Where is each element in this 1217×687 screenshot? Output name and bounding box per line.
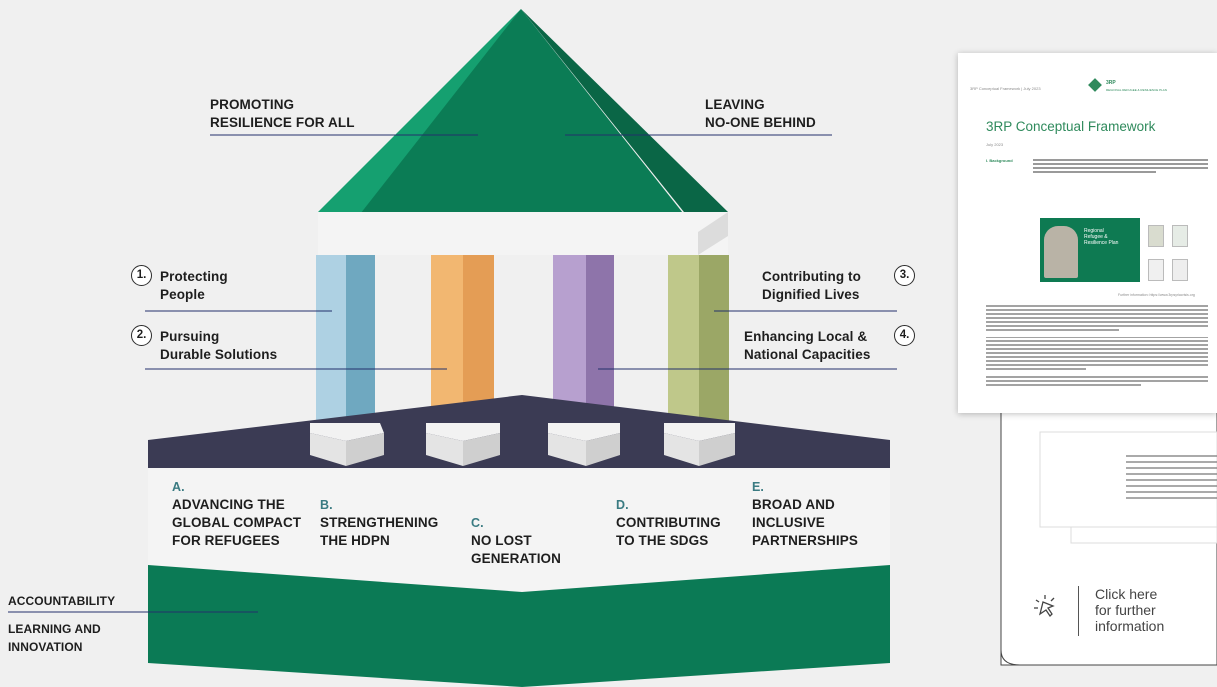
doc-thumb-1 [1148,225,1164,247]
cta-line3: information [1095,618,1165,634]
cta-line1: Click here [1095,586,1158,602]
pillar-label-1-line2: People [160,287,205,302]
pillar-label-3: Contributing to Dignified Lives [762,268,861,304]
doc-cover-title-line2: Refugee & [1084,234,1108,240]
pillar-label-2-line2: Durable Solutions [160,347,278,362]
roof-label-right: LEAVING NO-ONE BEHIND [705,96,816,132]
pillar-label-3-line2: Dignified Lives [762,287,860,302]
column-d: D. CONTRIBUTING TO THE SDGS [616,496,721,550]
cta-text[interactable]: Click here for further information [1095,586,1164,634]
pillar-label-4: Enhancing Local & National Capacities [744,328,870,364]
pillar-number-1: 1. [131,265,152,286]
doc-header-left: 3RP Conceptual Framework | July 2023 [970,86,1041,91]
doc-cover-title-line1: Regional [1084,228,1104,234]
roof-label-left: PROMOTING RESILIENCE FOR ALL [210,96,355,132]
column-c-line2: GENERATION [471,551,562,566]
column-d-line2: TO THE SDGS [616,533,709,548]
column-e-letter: E. [752,480,765,494]
foundation [148,565,890,687]
column-b: B. STRENGTHENING THE HDPN [320,496,438,550]
pillar-1 [316,255,375,423]
doc-body-lines-bottom [986,305,1208,388]
column-c-letter: C. [471,516,484,530]
doc-section: I. Background [986,158,1013,163]
column-e-line2: INCLUSIVE [752,515,825,530]
doc-thumb-4 [1172,259,1188,281]
doc-logo-icon [1088,78,1102,92]
column-d-line1: CONTRIBUTING [616,515,721,530]
doc-cover-title-line3: Resilience Plan [1084,240,1119,246]
doc-thumb-2 [1172,225,1188,247]
column-e-line3: PARTNERSHIPS [752,533,858,548]
doc-further-info: Further information: https://www.3rpsyri… [1118,293,1195,297]
doc-thumb-3 [1148,259,1164,281]
pillar-number-2: 2. [131,325,152,346]
column-c-line1: NO LOST [471,533,532,548]
foundation-label-2-line2: INNOVATION [8,640,83,654]
column-b-letter: B. [320,498,333,512]
pillar-3 [553,255,614,423]
pillar-number-4: 4. [894,325,915,346]
stage-band [148,395,890,468]
doc-cover-image: Regional Refugee & Resilience Plan [1040,218,1140,282]
column-a-line2: GLOBAL COMPACT [172,515,302,530]
pillar-2 [431,255,494,423]
entablature-right [698,212,728,255]
cta-line2: for further [1095,602,1156,618]
roof-label-left-line2: RESILIENCE FOR ALL [210,115,355,130]
column-d-letter: D. [616,498,629,512]
doc-body-lines-top [1033,159,1208,173]
back-doc-lines [1126,455,1217,499]
column-e: E. BROAD AND INCLUSIVE PARTNERSHIPS [752,478,858,550]
roof-right-face [521,9,728,232]
column-a-line3: FOR REFUGEES [172,533,280,548]
entablature-band [318,212,728,255]
pillar-number-3: 3. [894,265,915,286]
cta-link[interactable] [1028,578,1193,640]
foundation-label-2-line1: LEARNING AND [8,622,101,636]
column-a-line1: ADVANCING THE [172,497,285,512]
column-e-line1: BROAD AND [752,497,835,512]
document-preview[interactable]: 3RP Conceptual Framework | July 2023 3RP… [958,53,1217,413]
doc-title: 3RP Conceptual Framework [986,119,1156,134]
pillar-label-3-line1: Contributing to [762,269,861,284]
cursor-click-icon [1034,595,1055,618]
cta-divider [1078,586,1079,636]
foundation-label-1: ACCOUNTABILITY [8,594,116,608]
pillar-label-1-line1: Protecting [160,269,228,284]
doc-cover-title: Regional Refugee & Resilience Plan [1084,228,1118,246]
doc-date: July 2023 [986,142,1004,147]
pillar-label-4-line2: National Capacities [744,347,871,362]
pillar-4 [668,255,729,423]
roof-left-face [318,9,521,232]
roof-label-right-line2: NO-ONE BEHIND [705,115,816,130]
roof-front-face [346,9,698,232]
roof-label-right-line1: LEAVING [705,97,765,112]
pillar-label-1: Protecting People [160,268,228,304]
pillar-bases [310,423,735,466]
doc-logo-text: 3RP [1106,80,1116,86]
columns-band [148,468,890,592]
roof-label-left-line1: PROMOTING [210,97,295,112]
pillar-label-2: Pursuing Durable Solutions [160,328,277,364]
column-c: C. NO LOST GENERATION [471,514,561,568]
column-a-letter: A. [172,480,185,494]
column-a: A. ADVANCING THE GLOBAL COMPACT FOR REFU… [172,478,301,550]
document-stack [1000,384,1217,666]
doc-logo-sub: REGIONAL REFUGEE & RESILIENCE PLAN [1106,88,1167,92]
foundation-label-2: LEARNING AND INNOVATION [8,620,101,656]
leader-lines [8,134,897,613]
column-b-line1: STRENGTHENING [320,515,439,530]
pillar-label-2-line1: Pursuing [160,329,220,344]
column-b-line2: THE HDPN [320,533,390,548]
pillar-label-4-line1: Enhancing Local & [744,329,868,344]
